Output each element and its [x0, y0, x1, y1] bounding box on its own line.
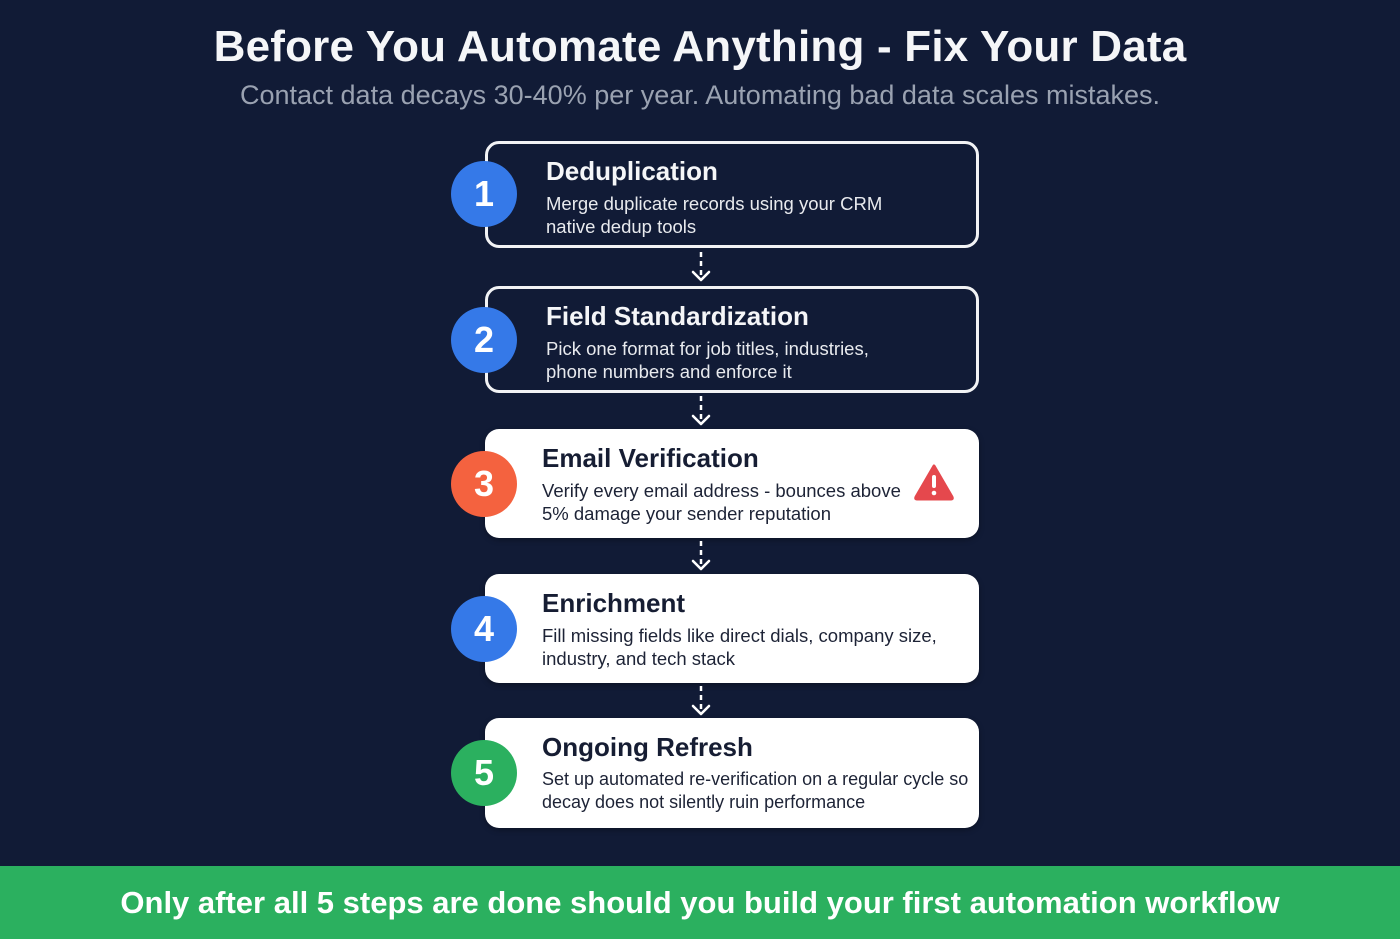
footer-banner: Only after all 5 steps are done should y…	[0, 866, 1400, 939]
arrow-down-icon	[691, 396, 711, 426]
page-subtitle: Contact data decays 30-40% per year. Aut…	[239, 80, 1161, 110]
step-number-badge: 4	[451, 596, 517, 662]
step-description: Set up automated re-verification on a re…	[542, 769, 969, 812]
step-number-badge: 1	[451, 161, 517, 227]
arrow-down-icon	[691, 686, 711, 716]
step-number-badge: 3	[451, 451, 517, 517]
step-card-ongoing-refresh: Ongoing Refresh Set up automated re-veri…	[485, 718, 979, 828]
warning-icon	[914, 464, 954, 501]
arrow-down-icon	[691, 541, 711, 571]
step-card-enrichment: Enrichment Fill missing fields like dire…	[485, 574, 979, 683]
step-title: Deduplication	[546, 156, 718, 186]
step-description: Fill missing fields like direct dials, c…	[542, 625, 937, 669]
step-description: Verify every email address - bounces abo…	[542, 480, 901, 524]
step-description: Merge duplicate records using your CRM n…	[546, 193, 883, 237]
step-title: Field Standardization	[546, 301, 809, 331]
step-title: Enrichment	[542, 588, 686, 618]
arrow-down-icon	[691, 252, 711, 282]
page-title: Before You Automate Anything - Fix Your …	[213, 22, 1187, 71]
step-card-deduplication: Deduplication Merge duplicate records us…	[485, 141, 979, 248]
step-description: Pick one format for job titles, industri…	[546, 338, 869, 382]
step-title: Email Verification	[542, 443, 759, 473]
step-number-badge: 2	[451, 307, 517, 373]
footer-banner-text: Only after all 5 steps are done should y…	[120, 884, 1280, 920]
step-title: Ongoing Refresh	[542, 732, 753, 762]
step-number-badge: 5	[451, 740, 517, 806]
step-card-email-verification: Email Verification Verify every email ad…	[485, 429, 979, 538]
step-card-field-standardization: Field Standardization Pick one format fo…	[485, 286, 979, 393]
